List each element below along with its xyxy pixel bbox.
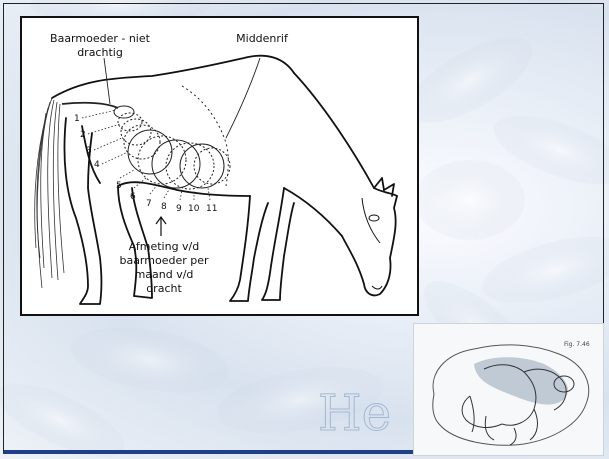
month-marker-4: 4 [94, 160, 100, 170]
uterus-pointer [104, 58, 110, 104]
label-uterus-not-pregnant-line2: drachtig [77, 46, 123, 59]
month-marker-3: 3 [86, 146, 92, 156]
label-caption-line2: baarmoeder per [119, 254, 209, 267]
month-marker-9: 9 [176, 204, 182, 214]
horse-outline [52, 56, 397, 304]
watermark-text: He [318, 388, 391, 438]
month-marker-10: 10 [188, 204, 200, 214]
month-marker-8: 8 [161, 202, 167, 212]
label-uterus-not-pregnant-line1: Baarmoeder - niet [50, 32, 151, 45]
month-marker-5: 5 [116, 181, 122, 191]
inset-figure-label: Fig. 7.46 [564, 341, 590, 348]
month-marker-1: 1 [74, 114, 80, 124]
month-marker-7: 7 [146, 199, 152, 209]
diaphragm-line [182, 86, 228, 186]
month-pointers [82, 110, 210, 200]
diaphragm-pointer [226, 58, 260, 138]
label-caption-line4: dracht [146, 282, 182, 295]
month-marker-6: 6 [130, 192, 136, 202]
horse-head-detail [362, 198, 382, 289]
fetus-in-uterus-inset: Fig. 7.46 [413, 323, 604, 456]
label-diaphragm: Middenrif [236, 32, 289, 45]
label-caption-line1: Afmeting v/d [129, 240, 200, 253]
month-marker-2: 2 [80, 130, 86, 140]
horse-tail [35, 98, 64, 288]
horse-uterus-diagram: Baarmoeder - niet drachtig Middenrif Afm… [20, 16, 419, 316]
caption-arrow [156, 217, 166, 236]
label-caption-line3: maand v/d [135, 268, 194, 281]
month-marker-11: 11 [206, 204, 217, 214]
amniotic-fluid [474, 357, 568, 404]
